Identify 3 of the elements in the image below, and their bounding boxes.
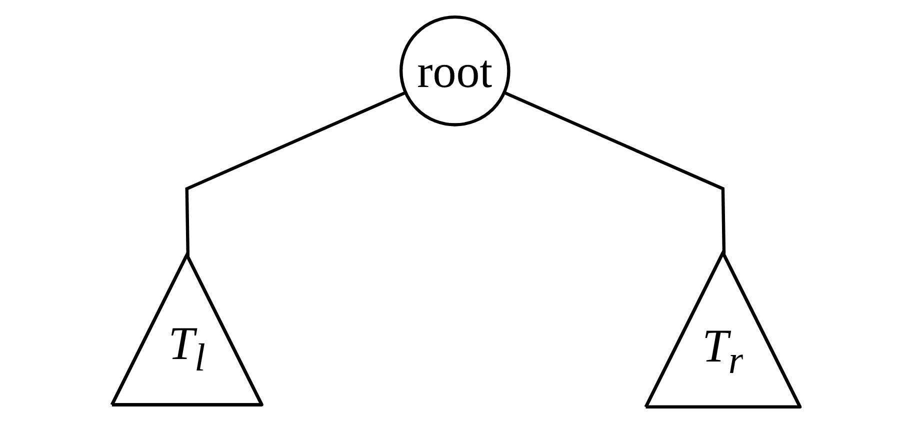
connector [504, 91, 726, 254]
connector [185, 91, 406, 256]
node-circle: root [399, 15, 510, 126]
